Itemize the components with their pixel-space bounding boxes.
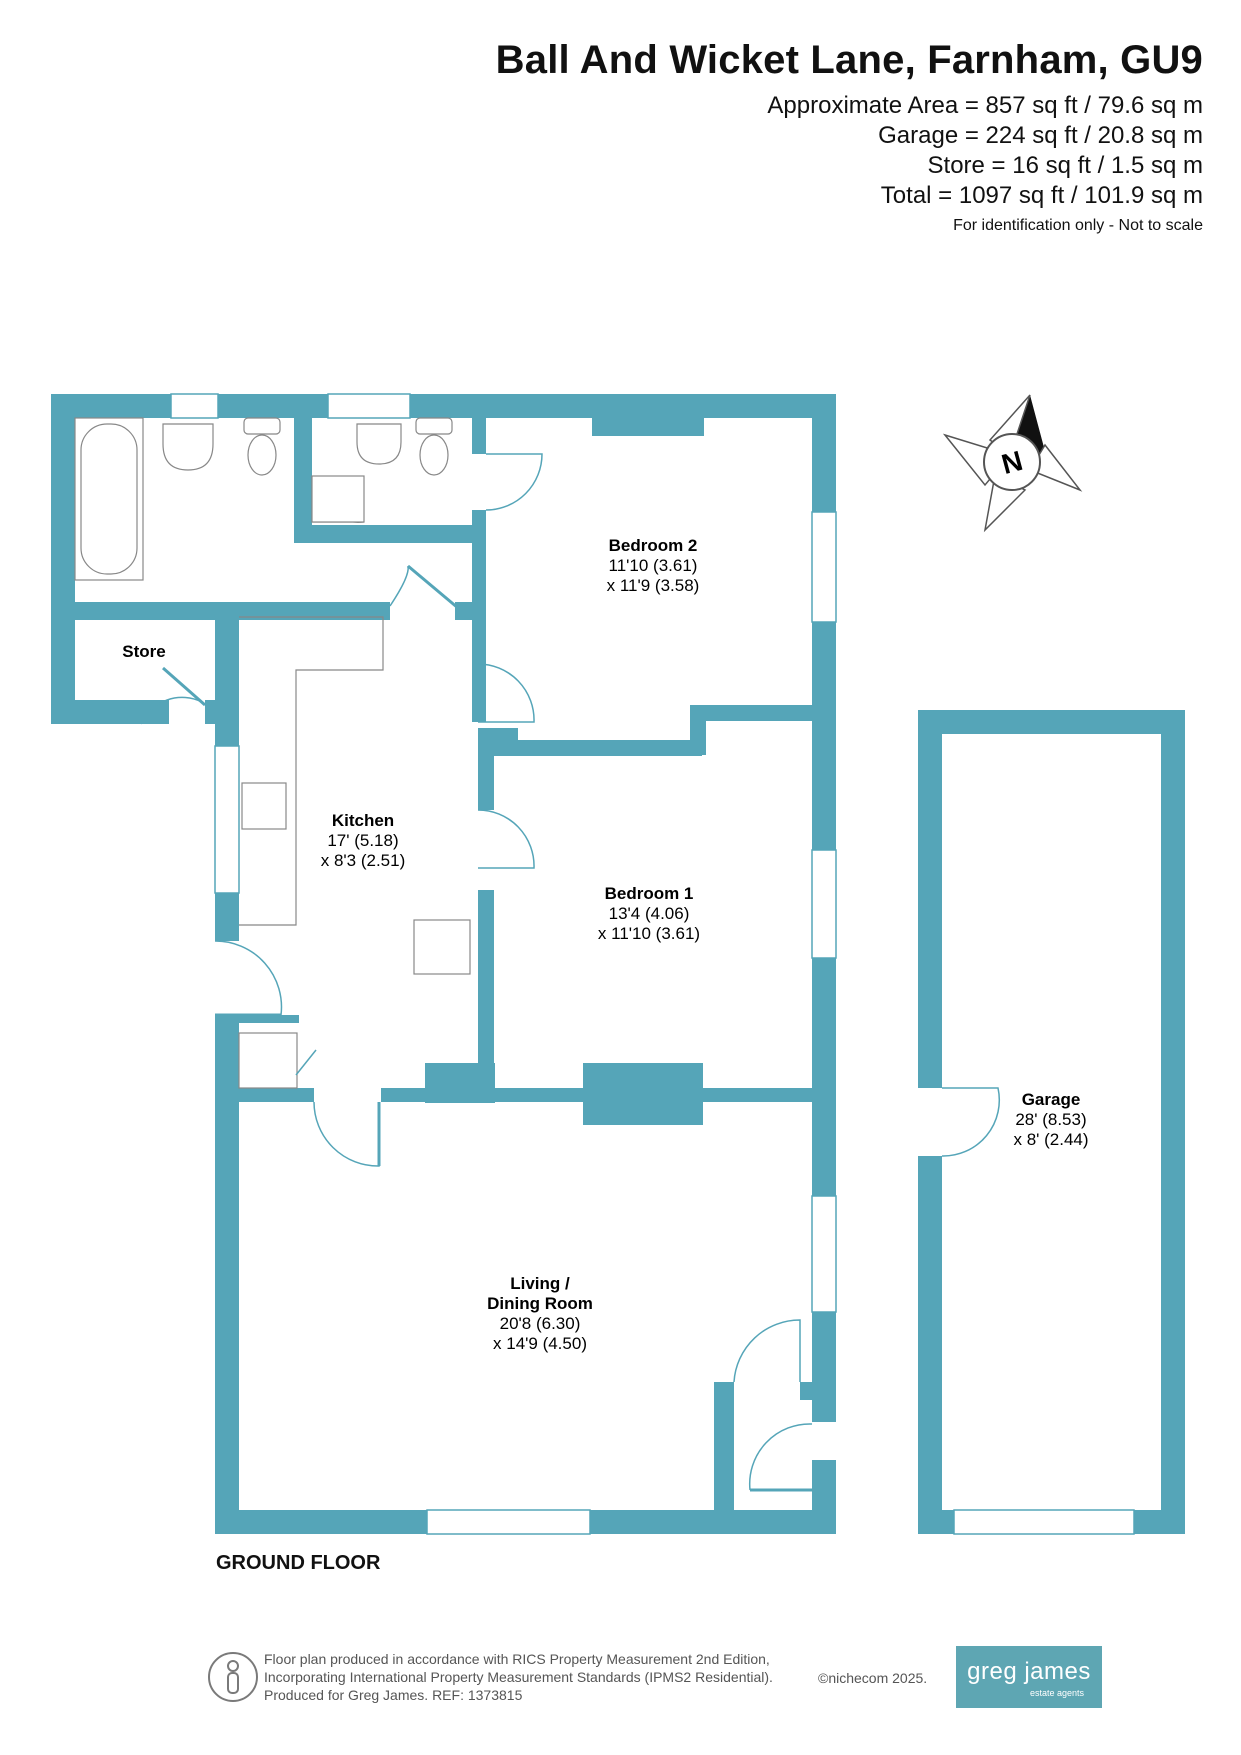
footer: Floor plan produced in accordance with R… [208,1646,1208,1726]
property-title: Ball And Wicket Lane, Farnham, GU9 [495,38,1203,82]
total-area: Total = 1097 sq ft / 101.9 sq m [880,182,1203,209]
living-dim1: 20'8 (6.30) [500,1314,581,1333]
garage-label: Garage [1022,1090,1081,1109]
kitchen-label: Kitchen [332,811,394,830]
kitchen-dim2: x 8'3 (2.51) [321,851,406,870]
toilet-icon-2 [419,434,449,476]
garage-area: Garage = 224 sq ft / 20.8 sq m [878,122,1203,149]
bedroom1-dim2: x 11'10 (3.61) [598,924,700,943]
walls [51,394,1185,1534]
kitchen-dim1: 17' (5.18) [327,831,398,850]
footer-text: Floor plan produced in accordance with R… [264,1650,773,1704]
living-label-1: Living / [510,1274,570,1293]
cupboard [238,1032,298,1089]
doors [140,453,1001,1492]
living-dim2: x 14'9 (4.50) [493,1334,587,1353]
footer-line-1: Floor plan produced in accordance with R… [264,1651,770,1667]
store-area: Store = 16 sq ft / 1.5 sq m [927,152,1203,179]
washbasin-icon-2 [356,423,402,465]
brand-name: greg james [967,1658,1091,1685]
garage-dim1: 28' (8.53) [1015,1110,1086,1129]
copyright: ©nichecom 2025. [818,1670,928,1686]
compass-icon: N [942,394,1083,533]
fixtures [74,417,471,1089]
person-icon [208,1652,258,1702]
living-label-2: Dining Room [487,1294,593,1313]
header: Ball And Wicket Lane, Farnham, GU9 Appro… [496,38,1203,235]
appliance [413,919,471,975]
store-label: Store [122,642,165,661]
brand-sub: estate agents [1029,1688,1084,1698]
kitchen-counters [239,616,384,926]
bedroom1-dim1: 13'4 (4.06) [609,904,690,923]
bedroom2-dim1: 11'10 (3.61) [609,556,698,575]
washbasin-icon [162,423,214,471]
brand-logo: greg james estate agents [956,1646,1102,1708]
scale-note: For identification only - Not to scale [953,217,1203,234]
windows [170,393,1135,1535]
footer-line-3: Produced for Greg James. REF: 1373815 [264,1687,523,1703]
bedroom2-dim2: x 11'9 (3.58) [607,576,700,595]
bedroom2-label: Bedroom 2 [609,536,698,555]
bedroom1-label: Bedroom 1 [605,884,694,903]
approximate-area: Approximate Area = 857 sq ft / 79.6 sq m [767,92,1203,119]
footer-line-2: Incorporating International Property Mea… [264,1669,773,1685]
floor-label: GROUND FLOOR [216,1552,381,1574]
toilet-icon [247,434,277,476]
garage-dim2: x 8' (2.44) [1013,1130,1088,1149]
sink-icon [241,782,287,830]
